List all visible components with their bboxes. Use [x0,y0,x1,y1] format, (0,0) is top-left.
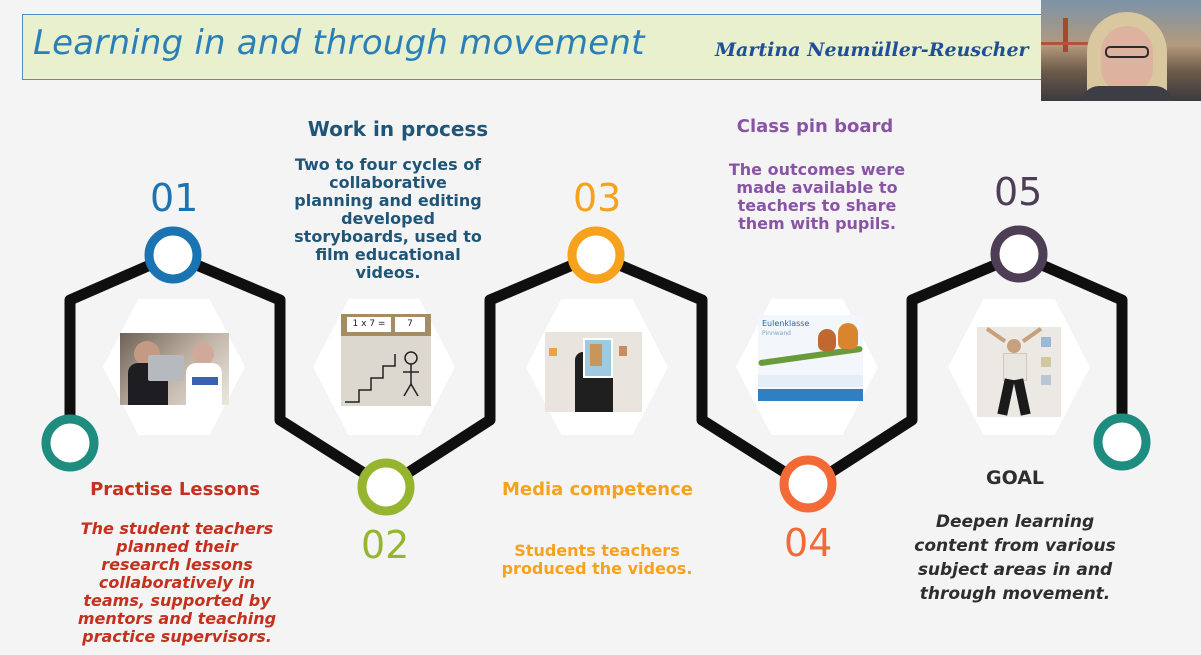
step-description-02: Two to four cycles of collaborative plan… [294,155,482,282]
author-name: Martina Neumüller-Reuscher [715,39,1029,61]
photo-movement [977,327,1061,417]
step-number-03: 03 [573,176,622,220]
step-heading-05: GOAL [985,467,1045,489]
end-node [1093,413,1151,471]
title-banner: Learning in and through movement Martina… [22,14,1050,80]
photo-card-demo [545,332,642,412]
photo-storyboard: 1 x 7 = 7 [341,314,431,406]
photo-teachers-laptop [120,333,229,405]
step-description-04: The outcomes were made available to teac… [728,160,906,233]
board-answer: 7 [395,317,425,332]
step-number-05: 05 [994,170,1043,214]
step-heading-02: Work in process [307,117,489,141]
node-01 [144,226,202,284]
pinboard-title: Eulenklasse [762,319,810,328]
step-description-03: Students teachers produced the videos. [501,541,693,578]
step-number-04: 04 [784,521,833,565]
step-number-02: 02 [361,523,410,567]
node-02 [357,458,415,516]
board-text: 1 x 7 = [347,317,391,332]
step-heading-04: Class pin board [736,116,894,137]
page-title: Learning in and through movement [33,23,645,63]
step-description-01: The student teachers planned their resea… [77,519,277,646]
step-number-01: 01 [150,176,199,220]
start-node [41,414,99,472]
step-description-05: Deepen learning content from various sub… [914,512,1116,604]
node-05 [990,225,1048,283]
step-heading-01: Practise Lessons [90,479,260,500]
photo-pin-board: Eulenklasse Pinnwand [758,315,863,401]
presenter-video-icon[interactable] [1041,0,1201,101]
node-04 [779,455,837,513]
pinboard-subtitle: Pinnwand [762,330,791,337]
step-heading-03: Media competence [502,479,693,500]
node-03 [567,226,625,284]
